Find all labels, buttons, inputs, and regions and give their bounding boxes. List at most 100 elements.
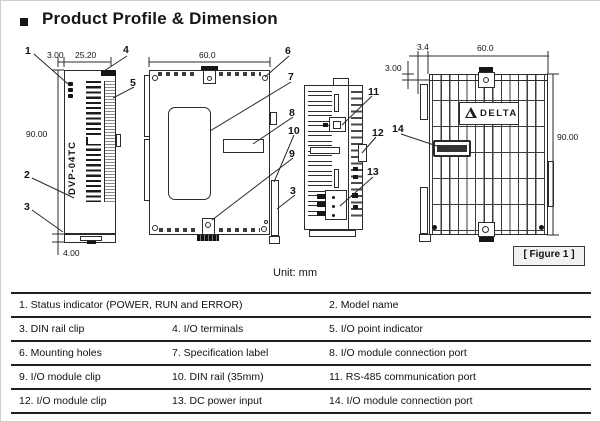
screw	[539, 225, 544, 230]
callout-1: 1	[25, 45, 31, 57]
legend-cell: 8. I/O module connection port	[321, 340, 592, 365]
callout-12: 12	[372, 127, 384, 139]
din-clip-hole	[207, 76, 212, 81]
table-row: 1. Status indicator (POWER, RUN and ERRO…	[11, 292, 592, 317]
legend-cell: 12. I/O module clip	[11, 388, 164, 413]
dim-rear-top-gap: 3.00	[385, 63, 402, 73]
table-row: 12. I/O module clip 13. DC power input 1…	[11, 388, 592, 413]
figure-tag: [ Figure 1 ]	[513, 246, 585, 266]
din-clip-hatch	[197, 235, 219, 241]
status-led-icon	[68, 88, 73, 92]
table-row: 9. I/O module clip 10. DIN rail (35mm) 1…	[11, 364, 592, 389]
din-rail-edge	[420, 84, 428, 120]
dim-rear-height: 90.00	[557, 132, 579, 142]
legend-table: 1. Status indicator (POWER, RUN and ERRO…	[11, 292, 592, 414]
vertical-slot	[334, 169, 339, 188]
callout-8: 8	[289, 107, 295, 119]
din-clip-hole	[482, 226, 489, 233]
mounting-hole	[152, 225, 158, 231]
dim-rear-rail-offset: 3.4	[417, 42, 429, 52]
din-clip-cap-top	[479, 67, 493, 72]
io-module-clip-right	[358, 144, 367, 162]
status-led-icon	[68, 82, 73, 86]
dc-terminal-tooth	[317, 194, 326, 199]
callout-3b: 3	[290, 185, 296, 197]
rs485-port-pin	[333, 121, 341, 129]
section-bullet-icon	[20, 18, 28, 26]
din-rail-edge	[420, 187, 428, 234]
io-module-connection-port	[223, 139, 264, 153]
callout-11: 11	[368, 86, 380, 98]
dim-rear-width: 60.0	[477, 43, 494, 53]
port-slot	[437, 145, 467, 152]
rail-strip-right	[548, 161, 554, 207]
callout-9: 9	[289, 148, 295, 160]
legend-cell: 10. DIN rail (35mm)	[164, 364, 322, 389]
dim-side-clip-depth: 3.00	[47, 50, 64, 60]
din-clip-hole	[483, 77, 489, 83]
mounting-hole	[264, 220, 268, 224]
dc-power-input	[325, 190, 347, 220]
legend-cell: 14. I/O module connection port	[321, 388, 592, 413]
dim-side-clip-bottom: 4.00	[63, 248, 80, 258]
side-connection-bump	[116, 134, 121, 147]
dc-terminal-tooth	[317, 202, 326, 207]
legend-cell: 13. DC power input	[164, 388, 322, 413]
dc-power-pin	[332, 214, 335, 217]
din-rail-foot	[419, 234, 431, 242]
callout-4: 4	[123, 44, 129, 56]
callout-5: 5	[130, 77, 136, 89]
status-led-icon	[68, 94, 73, 98]
callout-6: 6	[285, 45, 291, 57]
dim-front-width: 60.0	[199, 50, 216, 60]
callout-13: 13	[367, 166, 379, 178]
model-name-label: DVP-04TC	[67, 141, 78, 195]
din-clip-tab	[87, 241, 96, 244]
mounting-hole	[261, 226, 267, 232]
dc-power-pin	[332, 196, 335, 199]
legend-cell: 7. Specification label	[164, 340, 322, 365]
mounting-hole	[152, 75, 158, 81]
port-arrow-icon	[323, 123, 328, 127]
io-point-indicator-column	[104, 81, 115, 202]
din-rail-clip-foot	[269, 236, 280, 244]
clip-hole	[205, 222, 211, 228]
legend-cell: 1. Status indicator (POWER, RUN and ERRO…	[11, 292, 322, 317]
page-title: Product Profile & Dimension	[42, 9, 278, 28]
top-vents	[158, 72, 198, 76]
edge-slots	[351, 91, 362, 218]
legend-cell: 3. DIN rail clip	[11, 316, 164, 341]
delta-logo-icon-inner	[467, 111, 473, 117]
dc-power-pin	[332, 205, 335, 208]
brand-name: DELTA	[480, 108, 518, 119]
callout-10: 10	[288, 125, 300, 137]
bottom-vents	[219, 228, 260, 232]
din-clip-notch	[80, 236, 102, 241]
edge-slot-dark	[352, 193, 358, 198]
specification-label	[168, 107, 211, 200]
legend-cell: 4. I/O terminals	[164, 316, 322, 341]
bottom-vents	[159, 228, 198, 232]
callout-14: 14	[392, 123, 404, 135]
module-clip-left	[144, 75, 150, 137]
callout-3: 3	[24, 201, 30, 213]
edge-slot-dark	[353, 205, 358, 209]
callout-7: 7	[288, 71, 294, 83]
unit-label: Unit: mm	[273, 267, 317, 279]
dim-side-height: 90.00	[26, 129, 48, 139]
bottom-base	[309, 230, 356, 237]
din-tab-top	[201, 66, 218, 70]
dim-side-width: 25.20	[75, 50, 97, 60]
panel-divider	[348, 85, 349, 230]
legend-cell: 2. Model name	[321, 292, 592, 317]
table-row: 3. DIN rail clip 4. I/O terminals 5. I/O…	[11, 316, 592, 341]
legend-cell: 11. RS-485 communication port	[321, 364, 592, 389]
module-clip-left	[144, 139, 150, 201]
table-row: 6. Mounting holes 7. Specification label…	[11, 340, 592, 365]
vertical-slot	[334, 94, 339, 112]
din-rail	[271, 180, 279, 236]
legend-cell: 6. Mounting holes	[11, 340, 164, 365]
edge-slot-dark	[353, 175, 358, 179]
edge-slot-dark	[353, 167, 358, 171]
